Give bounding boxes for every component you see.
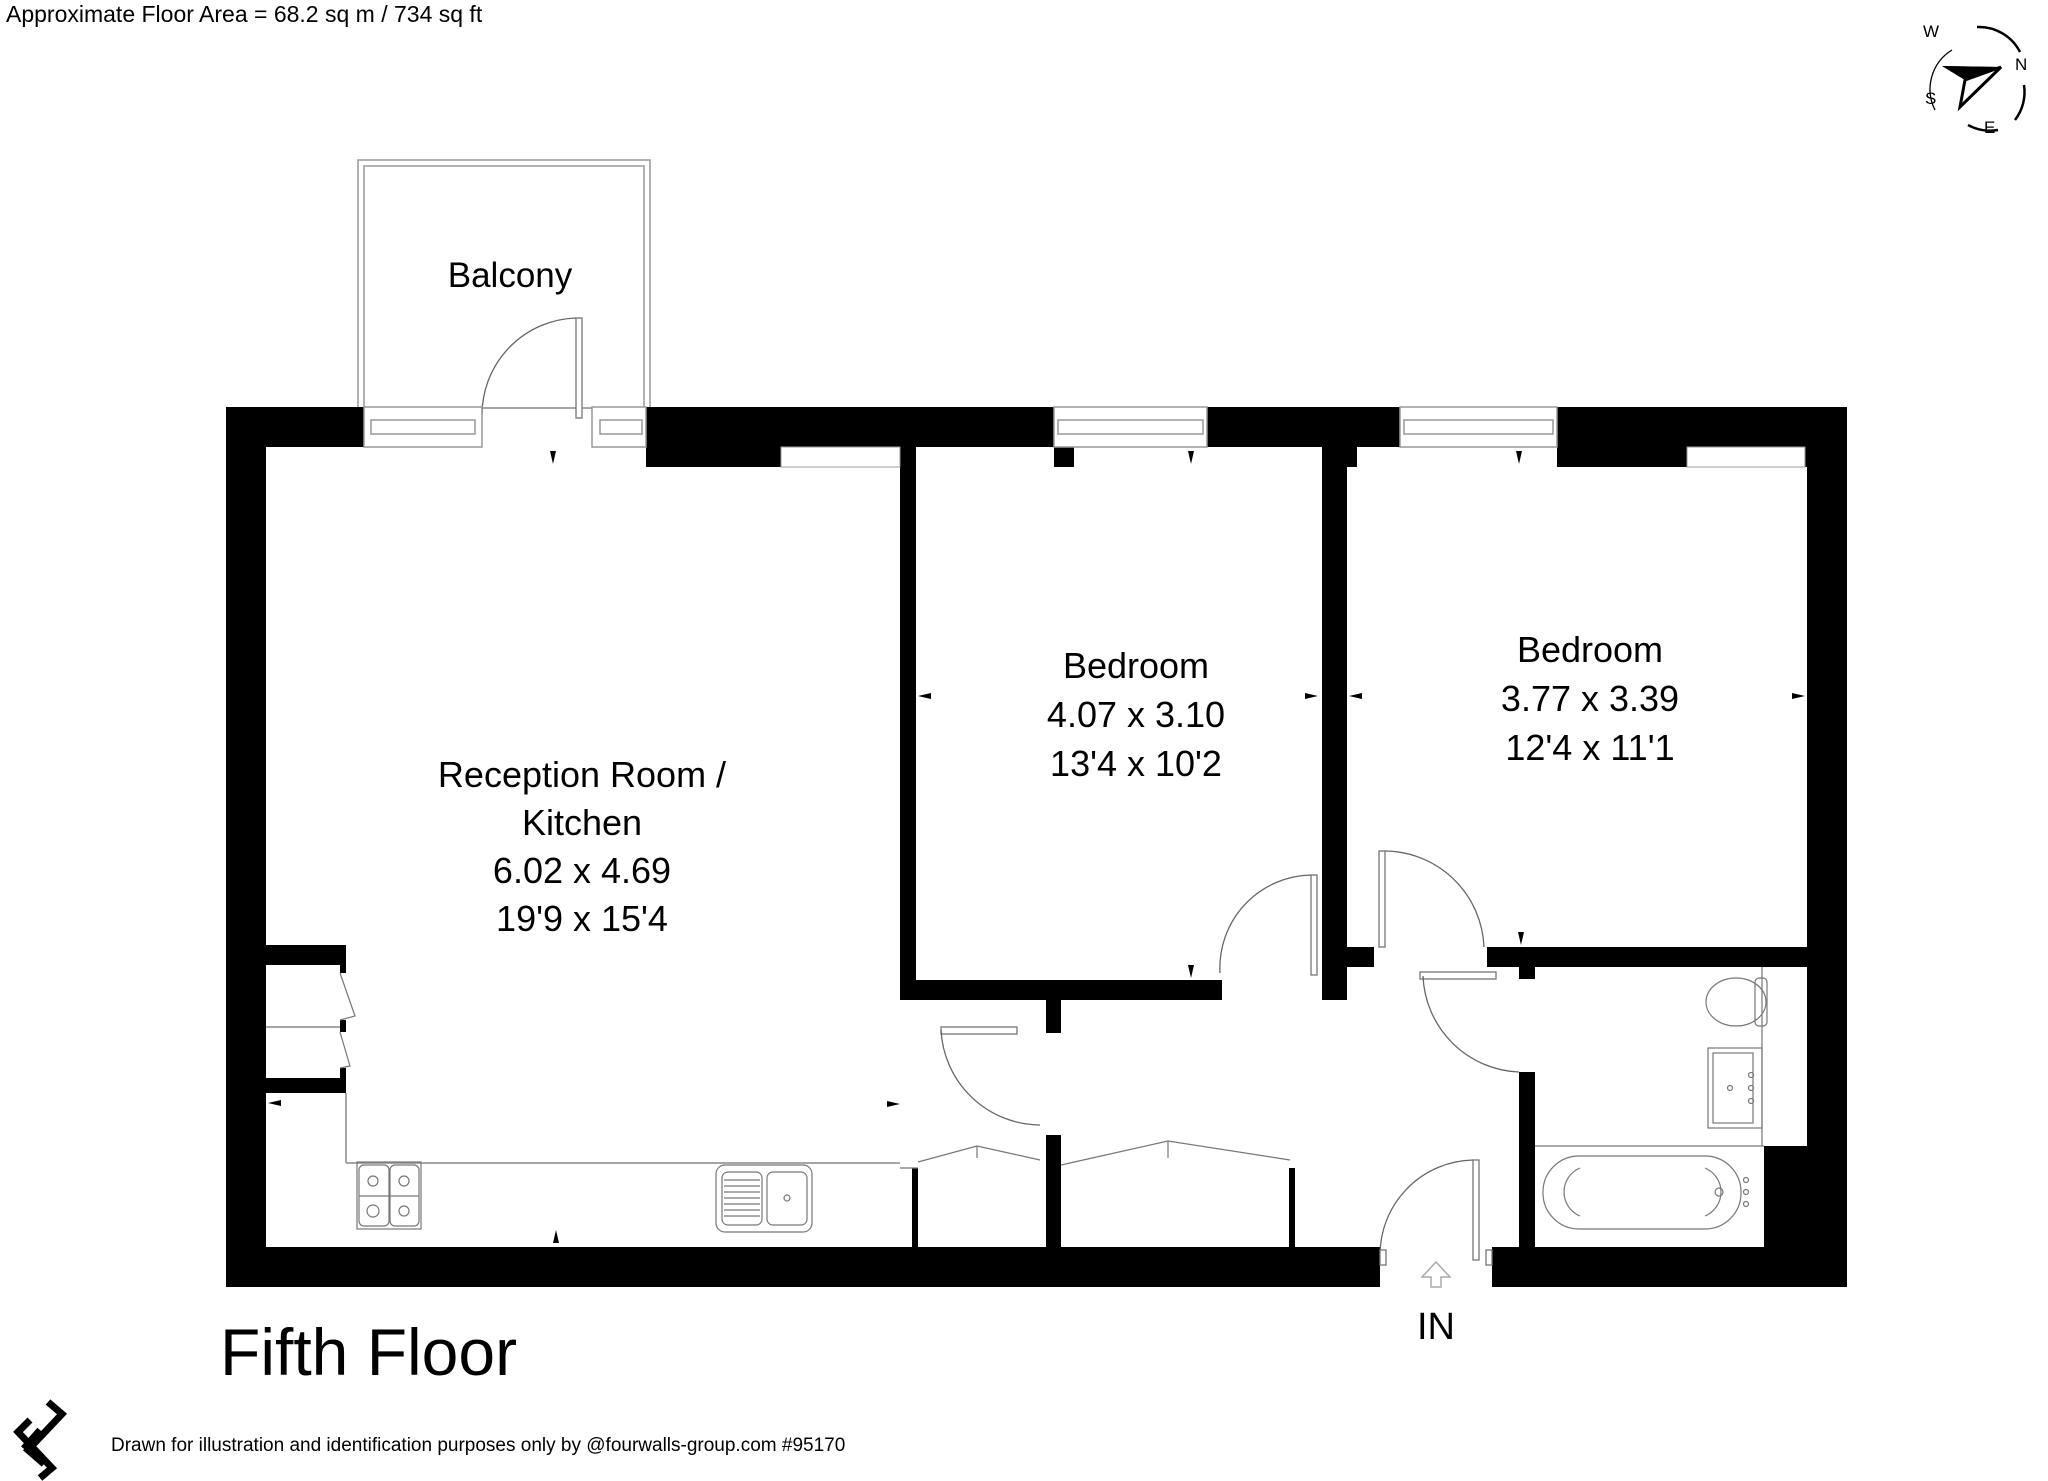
hob-icon — [356, 1161, 422, 1230]
kitchen-door[interactable] — [940, 1026, 1041, 1126]
dimension-markers — [268, 451, 1805, 1243]
svg-text:4.07 x 3.10: 4.07 x 3.10 — [1047, 694, 1225, 735]
reception-room-label: Reception Room / Kitchen 6.02 x 4.69 19'… — [438, 754, 726, 939]
bedroom2-door[interactable] — [1378, 850, 1485, 948]
svg-text:3.77 x 3.39: 3.77 x 3.39 — [1501, 678, 1679, 719]
compass-north-label: N — [2015, 55, 2027, 74]
floor-area-text: Approximate Floor Area = 68.2 sq m / 734… — [6, 1, 483, 27]
bathtub-icon — [1535, 1145, 1764, 1230]
bathroom-sink-icon — [1707, 1047, 1763, 1129]
wardrobe-doors[interactable] — [900, 1140, 1291, 1169]
balcony: Balcony — [357, 159, 651, 409]
cupboard-doors-left[interactable] — [339, 972, 356, 1069]
balcony-door[interactable] — [481, 317, 583, 419]
compass: W N S E — [1923, 22, 2027, 137]
svg-text:6.02 x 4.69: 6.02 x 4.69 — [493, 850, 671, 891]
walls — [226, 407, 1847, 1287]
svg-text:Bedroom: Bedroom — [1063, 645, 1209, 686]
kitchen-counter — [266, 1026, 900, 1164]
svg-text:Bedroom: Bedroom — [1517, 629, 1663, 670]
svg-text:Kitchen: Kitchen — [522, 802, 642, 843]
bedroom2-label: Bedroom 3.77 x 3.39 12'4 x 11'1 — [1501, 629, 1679, 768]
entrance-arrow-icon — [1420, 1260, 1452, 1288]
fourwalls-logo-icon — [13, 1399, 68, 1481]
svg-text:13'4 x 10'2: 13'4 x 10'2 — [1050, 743, 1222, 784]
svg-text:12'4 x 11'1: 12'4 x 11'1 — [1505, 727, 1674, 768]
compass-south-label: S — [1925, 89, 1936, 108]
bathroom-door[interactable] — [1419, 971, 1520, 1073]
compass-arrow-icon — [1942, 65, 2003, 112]
entrance-label: IN — [1417, 1306, 1455, 1348]
entrance-door[interactable] — [1379, 1159, 1493, 1266]
balcony-label: Balcony — [448, 256, 573, 295]
compass-east-label: E — [1984, 118, 1995, 137]
svg-text:19'9 x 15'4: 19'9 x 15'4 — [496, 898, 668, 939]
disclaimer-text: Drawn for illustration and identificatio… — [111, 1435, 845, 1456]
toilet-icon — [1705, 967, 1768, 1146]
floor-label: Fifth Floor — [220, 1315, 517, 1389]
bedroom1-door[interactable] — [1219, 874, 1318, 976]
kitchen-sink-icon — [715, 1164, 813, 1233]
windows — [363, 406, 1806, 468]
svg-text:Reception Room /: Reception Room / — [438, 754, 726, 795]
compass-west-label: W — [1923, 22, 1939, 41]
bedroom1-label: Bedroom 4.07 x 3.10 13'4 x 10'2 — [1047, 645, 1225, 784]
